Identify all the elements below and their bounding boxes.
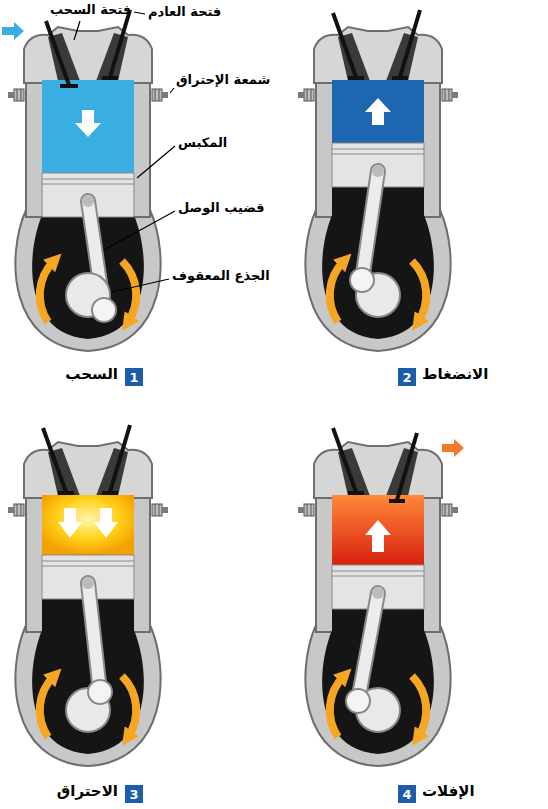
- engine-exhaust: [298, 428, 464, 766]
- engine-combustion-part: [8, 442, 168, 766]
- engine-intake-part: [75, 110, 101, 137]
- engine-combustion-part: [43, 428, 66, 492]
- engine-combustion-part: [42, 495, 134, 555]
- engine-compression-part: [333, 13, 356, 77]
- leader-lines-part: [170, 88, 174, 93]
- leader-lines-part: [137, 146, 175, 178]
- engine-combustion-part: [58, 491, 74, 495]
- engine-intake-part: [2, 22, 24, 40]
- engine-intake-part: [42, 184, 134, 185]
- engine-exhaust-part: [389, 499, 405, 503]
- engine-combustion-part: [88, 583, 100, 692]
- stroke-name: الاحتراق: [57, 782, 118, 800]
- engine-compression-part: [362, 171, 378, 280]
- engine-combustion-part: [94, 508, 118, 538]
- engine-intake-part: [60, 84, 78, 88]
- engine-compression-part: [332, 80, 424, 143]
- engine-exhaust-part: [358, 593, 378, 701]
- engine-exhaust-part: [298, 442, 458, 766]
- leader-lines-part: [134, 12, 145, 14]
- engine-compression-part: [412, 261, 426, 322]
- engine-combustion-part: [88, 583, 100, 692]
- engine-combustion: [8, 425, 168, 766]
- callout-number-text: 2: [402, 371, 411, 384]
- engine-combustion-part: [122, 676, 136, 737]
- part-label: شمعة الإحتراق: [176, 72, 270, 88]
- engine-intake-part: [110, 10, 130, 77]
- leader-lines: [74, 12, 175, 292]
- engine-compression-part: [298, 27, 458, 351]
- engine-compression-part: [365, 98, 391, 125]
- callout-number: 3: [125, 785, 143, 803]
- engine-intake: [2, 10, 168, 351]
- callout-number-text: 4: [402, 788, 411, 801]
- leader-lines-part: [104, 211, 175, 250]
- engine-exhaust-part: [330, 676, 344, 737]
- engine-compression: [298, 10, 458, 351]
- engine-compression-part: [348, 76, 364, 80]
- engine-exhaust-part: [412, 676, 426, 737]
- engine-intake-part: [92, 298, 116, 322]
- engine-compression-part: [372, 165, 384, 177]
- engine-exhaust-part: [332, 576, 424, 577]
- engine-exhaust-part: [358, 593, 378, 701]
- callout-number-text: 1: [129, 371, 138, 384]
- engine-exhaust-part: [332, 571, 424, 572]
- callout-number: 4: [398, 785, 416, 803]
- engine-combustion-part: [102, 491, 118, 495]
- leader-lines-part: [112, 279, 169, 292]
- engine-intake-part: [46, 21, 69, 85]
- engine-intake-part: [82, 195, 94, 207]
- callout-number-text: 3: [129, 788, 138, 801]
- stroke-name: الانضغاط: [422, 365, 488, 383]
- engine-compression-part: [330, 261, 344, 322]
- part-label: قضيب الوصل: [178, 200, 265, 216]
- engine-combustion-part: [42, 561, 134, 562]
- engine-exhaust-part: [348, 491, 364, 495]
- engine-combustion-part: [40, 676, 54, 737]
- part-label: فتحة العادم: [148, 4, 221, 20]
- stroke-name: الإفلات: [422, 782, 475, 800]
- engine-intake-part: [102, 76, 118, 80]
- engine-exhaust-part: [332, 495, 424, 565]
- engine-exhaust-part: [372, 587, 384, 599]
- engine-compression-part: [350, 268, 374, 292]
- engine-compression-part: [362, 171, 378, 280]
- engine-intake-part: [42, 179, 134, 180]
- engine-combustion-part: [58, 508, 82, 538]
- engine-intake-part: [40, 261, 54, 322]
- engine-exhaust-part: [365, 520, 391, 552]
- engine-exhaust-part: [397, 433, 417, 500]
- engine-combustion-part: [110, 425, 130, 492]
- engine-combustion-part: [42, 566, 134, 567]
- engine-exhaust-part: [442, 439, 464, 457]
- part-label: فتحة السحب: [50, 2, 131, 18]
- engine-compression-part: [392, 76, 408, 80]
- engine-combustion-part: [82, 577, 94, 589]
- engine-combustion-part: [88, 680, 112, 704]
- engine-compression-part: [332, 149, 424, 150]
- callout-number: 1: [125, 368, 143, 386]
- part-label: المكبس: [178, 135, 227, 151]
- engine-exhaust-part: [346, 689, 370, 713]
- stroke-name: السحب: [65, 365, 118, 383]
- part-label: الجذع المعقوف: [172, 268, 270, 284]
- engine-intake-part: [42, 80, 134, 173]
- engine-compression-part: [400, 10, 420, 77]
- leader-lines-part: [74, 21, 80, 40]
- engine-intake-part: [122, 261, 136, 322]
- callout-number: 2: [398, 368, 416, 386]
- engine-intake-part: [8, 27, 168, 351]
- engine-compression-part: [332, 154, 424, 155]
- engine-exhaust-part: [333, 428, 356, 492]
